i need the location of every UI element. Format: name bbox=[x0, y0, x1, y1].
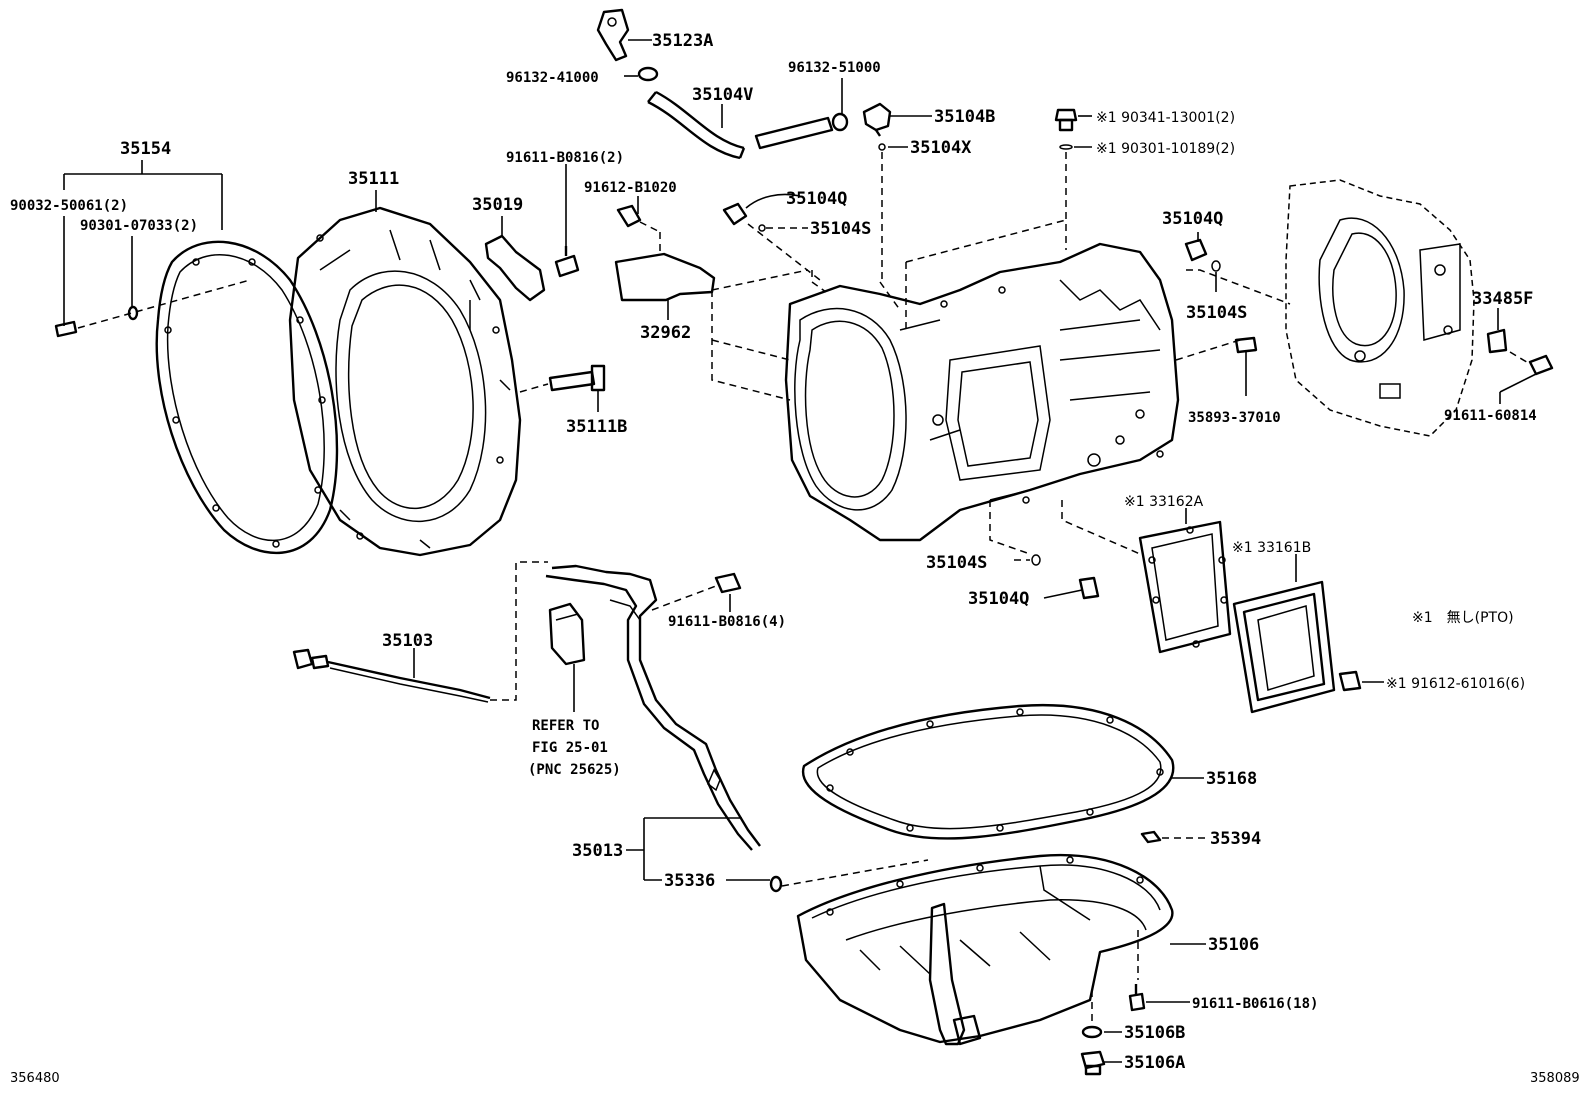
label-32962: 32962 bbox=[640, 323, 691, 343]
label-35013: 35013 bbox=[572, 841, 623, 861]
pto-gasket-33162a bbox=[1138, 520, 1232, 654]
label-35104q-b: 35104Q bbox=[1162, 209, 1223, 229]
breather-tube bbox=[754, 112, 849, 150]
plug-35104q-b bbox=[1184, 238, 1208, 262]
label-35104b: 35104B bbox=[934, 107, 995, 127]
label-35154: 35154 bbox=[120, 139, 171, 159]
dowel-pin bbox=[54, 320, 78, 338]
label-33162a: ※1 33162A bbox=[1124, 494, 1204, 510]
label-33485f: 33485F bbox=[1472, 289, 1533, 309]
refer-line-3: (PNC 25625) bbox=[528, 762, 621, 778]
bolt-91612-b1020 bbox=[616, 204, 642, 228]
label-96132-41000: 96132-41000 bbox=[506, 70, 599, 86]
label-35106b: 35106B bbox=[1124, 1023, 1185, 1043]
label-90301-10189: ※1 90301-10189(2) bbox=[1096, 141, 1235, 157]
label-35104s-b: 35104S bbox=[1186, 303, 1247, 323]
converter-housing-35111 bbox=[288, 206, 522, 557]
magnet-35394 bbox=[1140, 830, 1162, 844]
pan-gasket-35168 bbox=[801, 703, 1175, 840]
dipstick-35103 bbox=[292, 648, 491, 703]
label-35104s-c: 35104S bbox=[926, 553, 987, 573]
label-35168: 35168 bbox=[1206, 769, 1257, 789]
label-91611-b0816-2: 91611-B0816(2) bbox=[506, 150, 624, 166]
union-35104b bbox=[862, 102, 892, 137]
label-35123a: 35123A bbox=[652, 31, 713, 51]
refer-line-2: FIG 25-01 bbox=[532, 740, 608, 756]
label-35106a: 35106A bbox=[1124, 1053, 1185, 1073]
label-35336: 35336 bbox=[664, 871, 715, 891]
label-35103: 35103 bbox=[382, 631, 433, 651]
gasket-35154 bbox=[155, 240, 339, 555]
label-35019: 35019 bbox=[472, 195, 523, 215]
label-91612-b1020: 91612-B1020 bbox=[584, 180, 677, 196]
transmission-case bbox=[784, 242, 1180, 542]
bolt-91611-60814 bbox=[1528, 354, 1554, 376]
label-35104s-a: 35104S bbox=[810, 219, 871, 239]
label-35111b: 35111B bbox=[566, 417, 627, 437]
bolt-91612-61016 bbox=[1338, 670, 1362, 692]
bolt-91611-b0616 bbox=[1128, 984, 1146, 1012]
strainer-tube bbox=[928, 902, 982, 1046]
label-91611-b0816-4: 91611-B0816(4) bbox=[668, 614, 786, 630]
gasket-35106b bbox=[1081, 1025, 1103, 1039]
bolt-91611-b0816-2 bbox=[554, 246, 580, 278]
label-90301-07033: 90301-07033(2) bbox=[80, 218, 198, 234]
refer-line-1: REFER TO bbox=[532, 718, 599, 734]
figure-code-left: 356480 bbox=[10, 1071, 60, 1086]
pin-35893 bbox=[1234, 336, 1258, 354]
pto-cover-33161b bbox=[1232, 580, 1336, 714]
breather-plug-35123a bbox=[596, 8, 630, 62]
label-96132-51000: 96132-51000 bbox=[788, 60, 881, 76]
plug-90341 bbox=[1054, 108, 1078, 132]
label-35106: 35106 bbox=[1208, 935, 1259, 955]
label-35394: 35394 bbox=[1210, 829, 1261, 849]
filler-tube-35013 bbox=[545, 564, 761, 851]
tube-bracket bbox=[548, 602, 586, 666]
label-35104q-a: 35104Q bbox=[786, 189, 847, 209]
label-91611-b0616: 91611-B0616(18) bbox=[1192, 996, 1318, 1012]
label-35893-37010: 35893-37010 bbox=[1188, 410, 1281, 426]
label-35104v: 35104V bbox=[692, 85, 753, 105]
pto-note: ※1 無し(PTO) bbox=[1412, 610, 1514, 626]
plug-35104q-c bbox=[1078, 576, 1100, 600]
figure-code-right: 358089 bbox=[1530, 1071, 1580, 1086]
label-35111: 35111 bbox=[348, 169, 399, 189]
bolt-91611-b0816-4 bbox=[714, 572, 742, 594]
label-35104x: 35104X bbox=[910, 138, 972, 158]
label-35104q-c: 35104Q bbox=[968, 589, 1029, 609]
bolt-35111b bbox=[548, 364, 606, 392]
bracket-32962 bbox=[614, 252, 716, 302]
plug-35104q-a bbox=[722, 202, 748, 226]
label-90341-13001: ※1 90341-13001(2) bbox=[1096, 110, 1235, 126]
label-33161b: ※1 33161B bbox=[1232, 540, 1311, 556]
breather-hose-35104v bbox=[647, 90, 746, 160]
label-91611-60814: 91611-60814 bbox=[1444, 408, 1537, 424]
label-91612-61016: ※1 91612-61016(6) bbox=[1386, 676, 1525, 692]
drain-plug-35106a bbox=[1080, 1050, 1106, 1076]
oil-pan-35106 bbox=[796, 853, 1174, 1044]
bracket-33485f bbox=[1486, 328, 1508, 354]
hose-clamp-left bbox=[637, 66, 659, 82]
label-90032-50061: 90032-50061(2) bbox=[10, 198, 128, 214]
bracket-35019 bbox=[484, 234, 546, 302]
extension-housing bbox=[1285, 179, 1475, 437]
